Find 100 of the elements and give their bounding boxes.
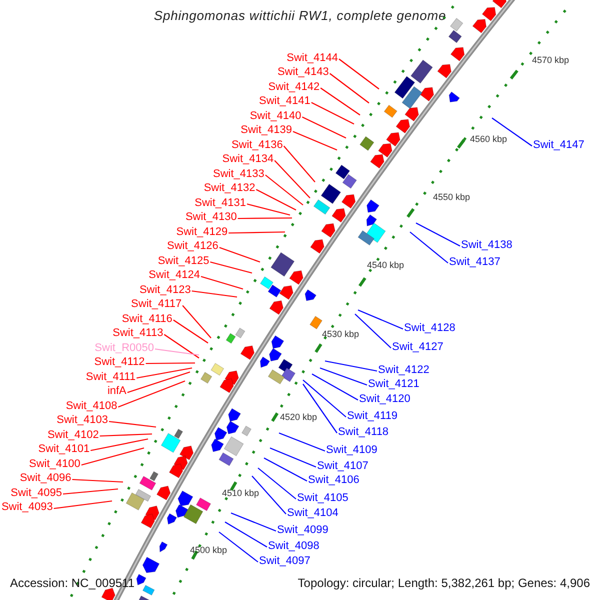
gene-label: Swit_4117 (131, 298, 182, 311)
leader-line (72, 478, 124, 483)
gene-label: Swit_4108 (66, 400, 118, 412)
gene-label: Swit_4109 (326, 444, 378, 456)
position-tick-label: 4550 kbp (433, 192, 470, 202)
leader-line (164, 334, 200, 358)
gene-label: Swit_4124 (148, 269, 200, 282)
gene-label: Swit_4144 (286, 52, 338, 64)
leader-line (302, 380, 346, 418)
gene-label: Swit_4095 (10, 486, 62, 500)
leader-line (154, 348, 200, 356)
gene-label: Swit_4132 (204, 182, 256, 195)
leader-line (54, 500, 112, 510)
leader-line (182, 305, 212, 338)
leader-line (218, 532, 258, 562)
gene-label: Swit_4098 (268, 540, 320, 552)
gene-label: Swit_4107 (317, 460, 368, 472)
leader-line (228, 231, 285, 234)
position-tick-label: 4560 kbp (470, 134, 508, 144)
leader-line (173, 320, 208, 344)
leader-line (210, 261, 252, 274)
position-tick-label: 4570 kbp (532, 55, 570, 65)
genome-summary-text: Topology: circular; Length: 5,382,261 bp; Genes: 4,906 (298, 576, 590, 590)
gene-label: Swit_4106 (308, 474, 360, 486)
gene-label: Swit_4131 (194, 196, 246, 210)
gene-label: Swit_4143 (277, 66, 329, 79)
leader-line (90, 438, 148, 452)
gene-label: Swit_4127 (392, 340, 444, 354)
gene-label: Swit_4096 (20, 472, 72, 485)
gene-label: Swit_4112 (94, 356, 145, 369)
leader-line (283, 146, 316, 182)
gene-label: Swit_4111 (86, 370, 136, 384)
leader-line (320, 88, 360, 116)
leader-line (278, 432, 326, 452)
gene-label: Swit_4105 (297, 492, 348, 504)
leader-line (264, 458, 308, 482)
leader-line (230, 512, 276, 532)
gene-label: Swit_4133 (213, 168, 264, 180)
leader-line (492, 118, 532, 146)
gene-label: Swit_4100 (29, 458, 80, 470)
gene-label: Swit_4128 (404, 322, 456, 334)
gene-label: Swit_4136 (231, 138, 283, 152)
gene-label: Swit_4093 (1, 501, 53, 514)
gene-label: Swit_4141 (259, 95, 310, 108)
accession-text: Accession: NC_009511 (10, 576, 135, 590)
leader-line (265, 174, 304, 206)
leader-line (274, 160, 310, 198)
leader-line (338, 58, 380, 90)
leader-line (200, 276, 244, 290)
gene-label: Swit_4116 (122, 312, 172, 326)
leader-line (219, 246, 260, 263)
gene-label: Swit_4137 (449, 256, 500, 268)
leader-line (416, 222, 460, 246)
leader-line (127, 371, 190, 394)
leader-line (192, 290, 238, 298)
position-tick-label: 4510 kbp (222, 488, 260, 498)
gene-label: Swit_4101 (38, 443, 90, 456)
map-title: Sphingomonas wittichii RW1, complete genome (154, 8, 446, 23)
position-tick-label: 4530 kbp (322, 329, 360, 339)
leader-line (136, 367, 192, 379)
leader-line (270, 448, 316, 468)
leader-line (62, 488, 118, 495)
gene-label: Swit_4120 (359, 392, 410, 406)
gene-label: Swit_4147 (533, 138, 584, 152)
leader-line (311, 102, 354, 124)
gene-label: Swit_4126 (167, 240, 218, 253)
gene-label: Swit_4122 (378, 364, 430, 376)
gene-label: Swit_4134 (222, 153, 274, 166)
gene-label: Swit_4130 (185, 211, 237, 224)
gene-label: Swit_4140 (250, 110, 302, 122)
leader-line (256, 189, 296, 210)
gene-label: Swit_4118 (338, 426, 389, 438)
leader-line (246, 203, 290, 216)
leader-line (302, 384, 338, 434)
gene-label: Swit_4103 (56, 414, 108, 427)
leader-line (258, 468, 296, 500)
leader-line (108, 420, 156, 428)
gene-label: Swit_4104 (287, 506, 338, 520)
position-tick-label: 4520 kbp (280, 412, 318, 422)
gene-label: Swit_4125 (158, 254, 210, 268)
leader-line (146, 362, 195, 364)
leader-line (81, 447, 144, 466)
gene-label: Swit_4102 (47, 428, 99, 442)
gene-label: Swit_4123 (139, 284, 191, 296)
gene-label: Swit_4129 (176, 226, 228, 238)
gene-label: Swit_4099 (277, 524, 328, 536)
position-tick-label: 4500 kbp (190, 545, 228, 555)
leader-line (358, 310, 404, 330)
leader-line (320, 367, 368, 386)
leader-line (292, 131, 338, 150)
leader-line (238, 217, 292, 220)
gene-label: Swit_4119 (347, 410, 398, 422)
gene-label: Swit_4113 (112, 327, 164, 340)
leader-line (312, 374, 358, 400)
leader-line (354, 314, 392, 348)
gene-label: Swit_R0050 (94, 342, 154, 354)
gene-label: Swit_4097 (259, 554, 310, 568)
leader-line (410, 232, 448, 264)
leader-line (324, 360, 378, 372)
gene-label: infA (107, 385, 126, 398)
